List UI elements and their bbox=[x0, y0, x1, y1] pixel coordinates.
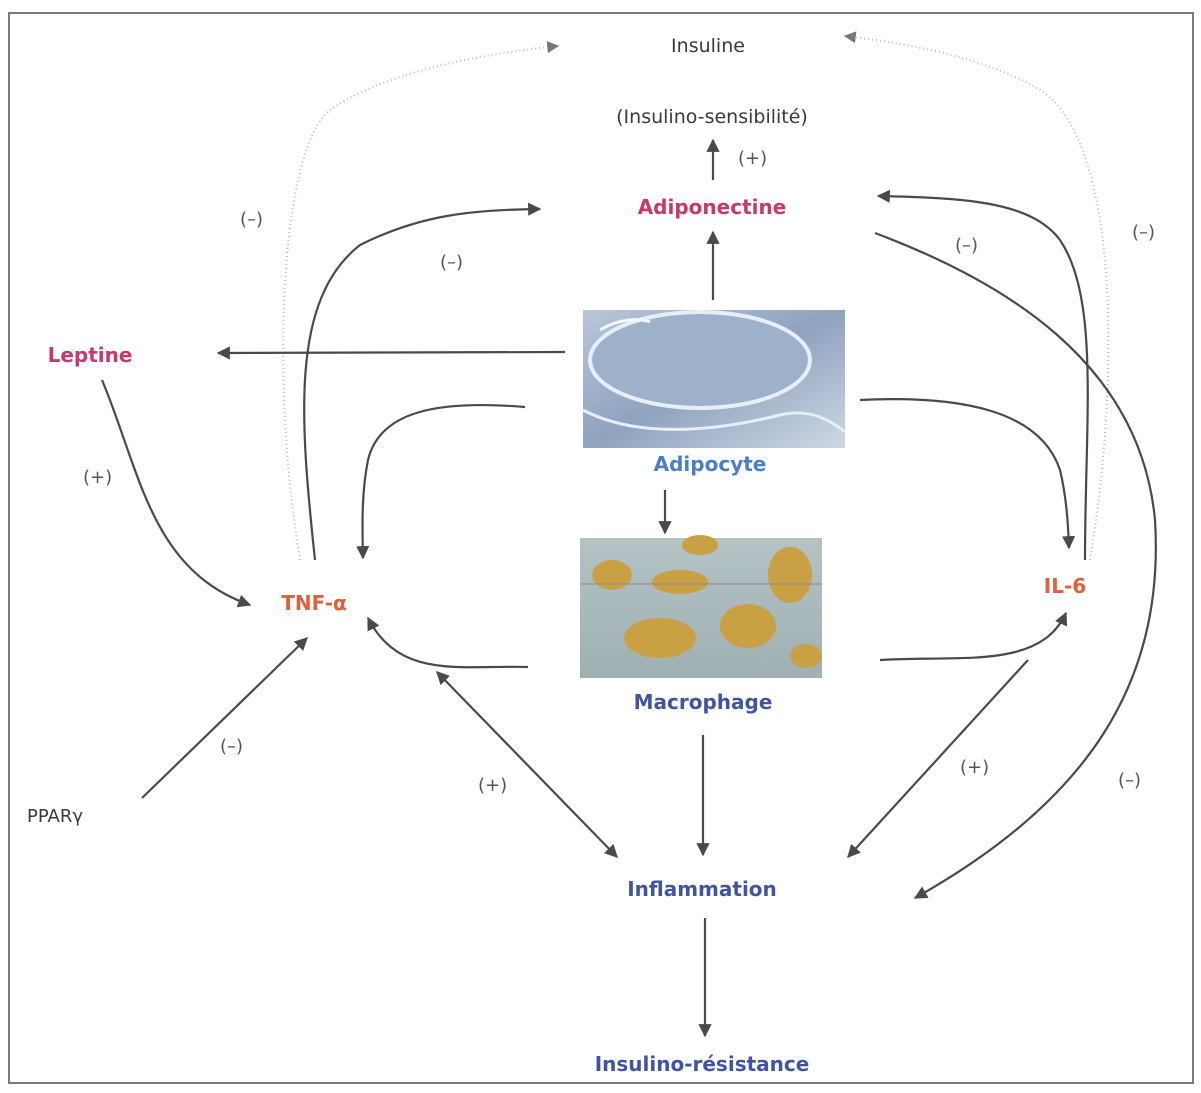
edge-adipocyte-to-il6 bbox=[859, 398, 1076, 550]
edge-adipocyte-to-tnf bbox=[356, 403, 526, 560]
node-adipocyte: Adipocyte bbox=[654, 452, 767, 476]
edge-macrophage-to-il6 bbox=[879, 611, 1068, 662]
node-tnf: TNF-α bbox=[281, 591, 346, 615]
node-ppar: PPARγ bbox=[27, 806, 83, 827]
node-il6: IL-6 bbox=[1044, 574, 1086, 598]
edge-macrophage-to-tnf bbox=[367, 616, 529, 669]
sign-il6-adiponectine: (–) bbox=[955, 235, 978, 256]
edge-leptine-to-tnf bbox=[100, 379, 252, 608]
node-macrophage: Macrophage bbox=[634, 690, 773, 714]
adipocyte-image bbox=[582, 310, 846, 448]
edge-il6-to-insuline bbox=[843, 31, 1110, 561]
node-inflammation: Inflammation bbox=[627, 877, 777, 901]
sign-adiponectine-inflammation: (–) bbox=[1118, 770, 1141, 791]
edge-tnf-to-insuline bbox=[282, 41, 560, 561]
sign-tnf-inflammation: (+) bbox=[478, 775, 507, 796]
sign-il6-inflammation: (+) bbox=[960, 757, 989, 778]
macrophage-image bbox=[580, 535, 822, 678]
node-insuline: Insuline bbox=[671, 35, 745, 57]
node-leptine: Leptine bbox=[48, 343, 133, 367]
sign-leptine-tnf: (+) bbox=[83, 467, 112, 488]
edge-tnf-to-adiponectine bbox=[303, 202, 542, 561]
sign-adiponectine-sensibilite: (+) bbox=[738, 148, 767, 169]
edge-ppar-to-tnf bbox=[141, 637, 308, 799]
edge-il6-to-adiponectine bbox=[876, 189, 1089, 561]
sign-tnf-insuline: (–) bbox=[240, 209, 263, 230]
edge-adipocyte-to-leptine bbox=[216, 346, 566, 360]
edge-il6-to-inflammation bbox=[847, 659, 1029, 858]
node-insulino-resistance: Insulino-résistance bbox=[595, 1052, 810, 1076]
node-insulino-sensibilite: (Insulino-sensibilité) bbox=[616, 106, 808, 128]
node-adiponectine: Adiponectine bbox=[638, 195, 787, 219]
sign-il6-insuline: (–) bbox=[1132, 222, 1155, 243]
edge-adiponectine-to-inflammation bbox=[874, 231, 1157, 899]
sign-tnf-adiponectine: (–) bbox=[440, 252, 463, 273]
edge-tnf-inflammation bbox=[436, 671, 618, 858]
sign-ppar-tnf: (–) bbox=[220, 736, 243, 757]
